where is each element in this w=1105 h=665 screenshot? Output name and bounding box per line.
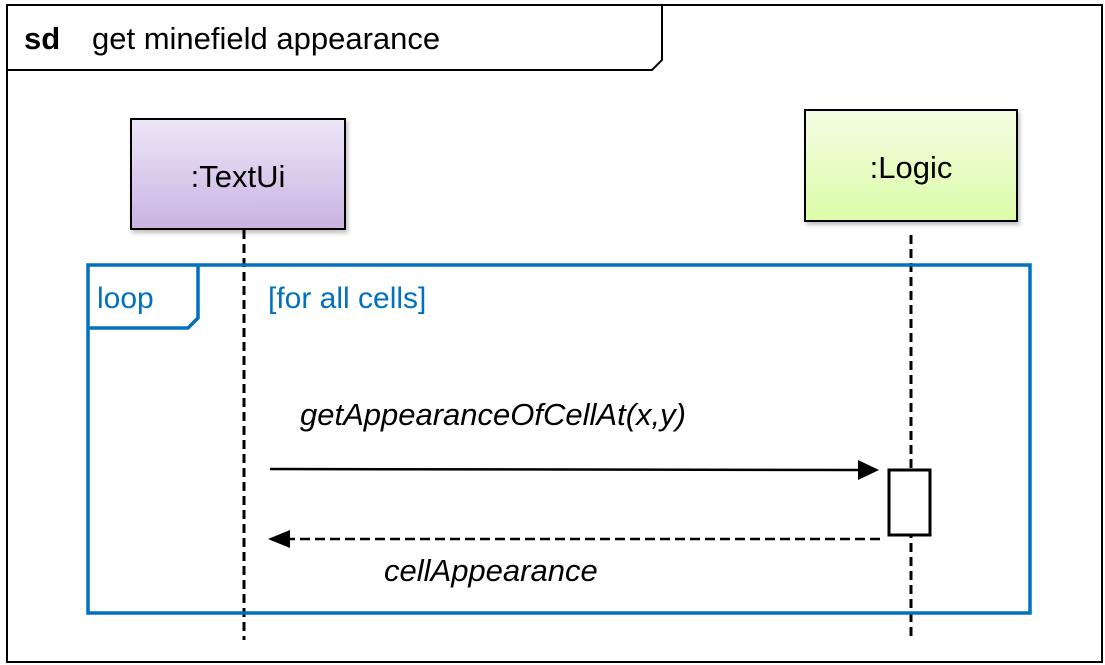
loop-operator-label: loop bbox=[97, 282, 154, 315]
message-call-label: getAppearanceOfCellAt(x,y) bbox=[300, 397, 686, 432]
frame-header-tab bbox=[7, 5, 663, 71]
frame-title: get minefield appearance bbox=[92, 21, 440, 56]
lifeline-logic-label: :Logic bbox=[870, 150, 953, 185]
arrowhead-filled-icon bbox=[858, 460, 879, 480]
arrowhead-return-icon bbox=[268, 530, 290, 548]
frame-keyword: sd bbox=[24, 21, 60, 56]
loop-operator-tab bbox=[88, 265, 200, 330]
lifeline-textui-label: :TextUi bbox=[191, 159, 286, 194]
lifeline-textui-box[interactable] bbox=[130, 118, 346, 230]
loop-fragment bbox=[86, 263, 1032, 615]
loop-guard: [for all cells] bbox=[268, 282, 426, 315]
message-call-arrow bbox=[269, 467, 863, 472]
lifeline-logic-box[interactable] bbox=[804, 109, 1018, 222]
activation-bar-logic bbox=[887, 468, 932, 537]
message-return-label: cellAppearance bbox=[384, 553, 598, 588]
